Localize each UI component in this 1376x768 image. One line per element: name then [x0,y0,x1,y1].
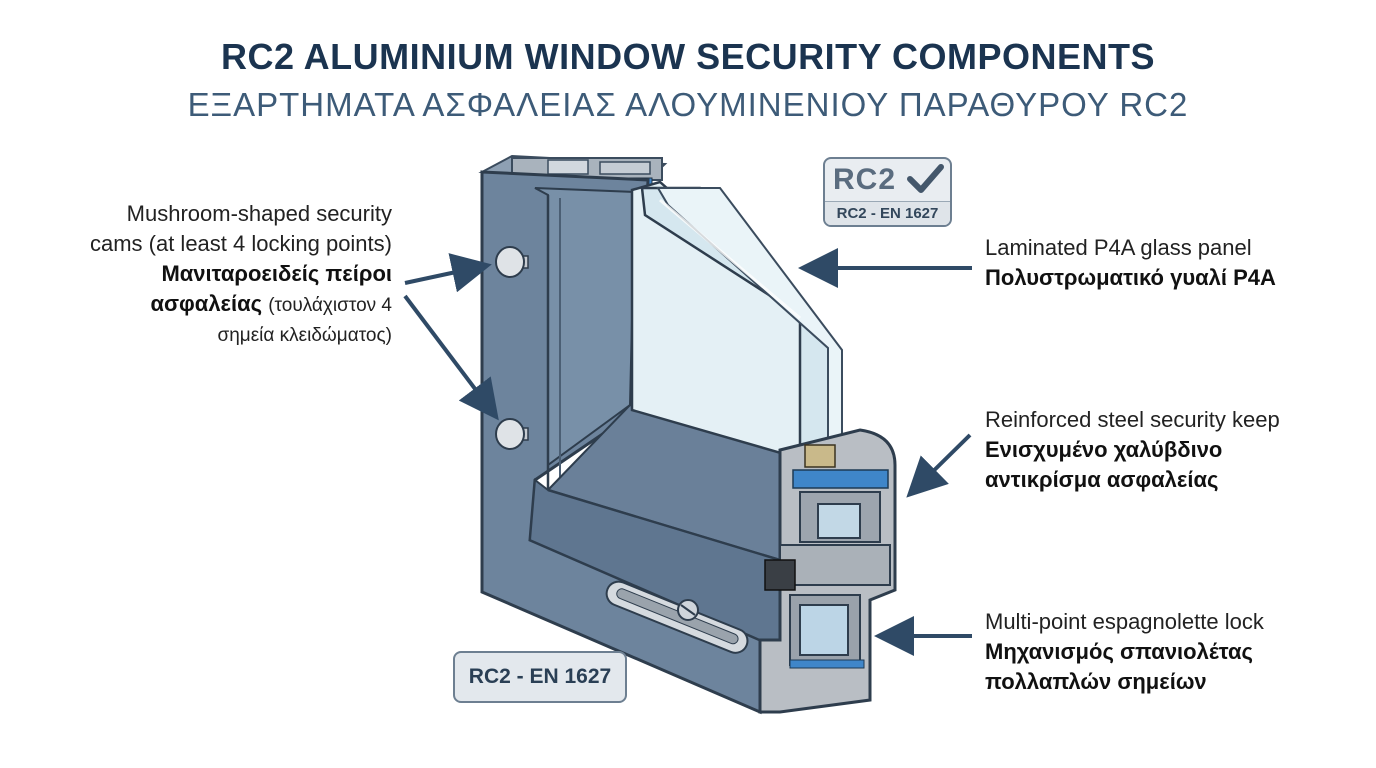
label-glass-panel: Laminated P4A glass panel Πολυστρωματικό… [985,233,1365,293]
security-cam-icon [495,418,529,450]
label-lock-gr-2: πολλαπλών σημείων [985,669,1207,694]
espagnolette-lock [605,580,749,654]
rc2-badge-standard: RC2 - EN 1627 [825,201,950,225]
label-lock-gr-1: Μηχανισμός σπανιολέτας [985,639,1253,664]
security-cam-icon [495,246,529,278]
label-security-keep: Reinforced steel security keep Ενισχυμέν… [985,405,1365,495]
label-cams-en-2: cams (at least 4 locking points) [89,231,392,256]
label-glass-en: Laminated P4A glass panel [985,235,1252,260]
label-espagnolette-lock: Multi-point espagnolette lock Μηχανισμός… [985,607,1365,697]
page-subtitle-greek: ΕΞΑΡΤΗΜΑΤΑ ΑΣΦΑΛΕΙΑΣ ΑΛΟΥΜΙΝΕΝΙΟΥ ΠΑΡΑΘΥ… [187,86,1189,123]
glass-panel [630,180,843,462]
outer-frame [480,170,781,715]
label-glass-gr: Πολυστρωματικό γυαλί P4A [985,265,1276,290]
label-security-cams: Mushroom-shaped security cams (at least … [20,199,392,351]
rc2-badge-title: RC2 [833,163,897,196]
profile-cross-section [758,428,897,714]
page-title: RC2 ALUMINIUM WINDOW SECURITY COMPONENTS [221,36,1155,77]
check-icon [907,164,944,193]
arrow-icon [906,433,972,498]
label-cams-gr-sub-2: σημεία κλειδώματος) [217,325,392,346]
rc2-badge-top: RC2 RC2 - EN 1627 [823,157,952,227]
label-cams-gr-1: Μανιταροειδείς πείροι [161,261,392,286]
label-keep-en: Reinforced steel security keep [985,407,1280,432]
label-keep-gr-1: Ενισχυμένο χαλύβδινο [985,437,1223,462]
arrow-icon [404,253,492,293]
arrow-icon [403,294,499,421]
label-cams-gr-2: ασφαλείας [150,291,263,316]
label-cams-gr-sub-1: (τουλάχιστον 4 [268,295,392,316]
rc2-badge-bottom: RC2 - EN 1627 [453,651,627,703]
label-keep-gr-2: αντικρίσμα ασφαλείας [985,467,1219,492]
label-cams-en-1: Mushroom-shaped security [126,201,392,226]
label-lock-en: Multi-point espagnolette lock [985,609,1264,634]
